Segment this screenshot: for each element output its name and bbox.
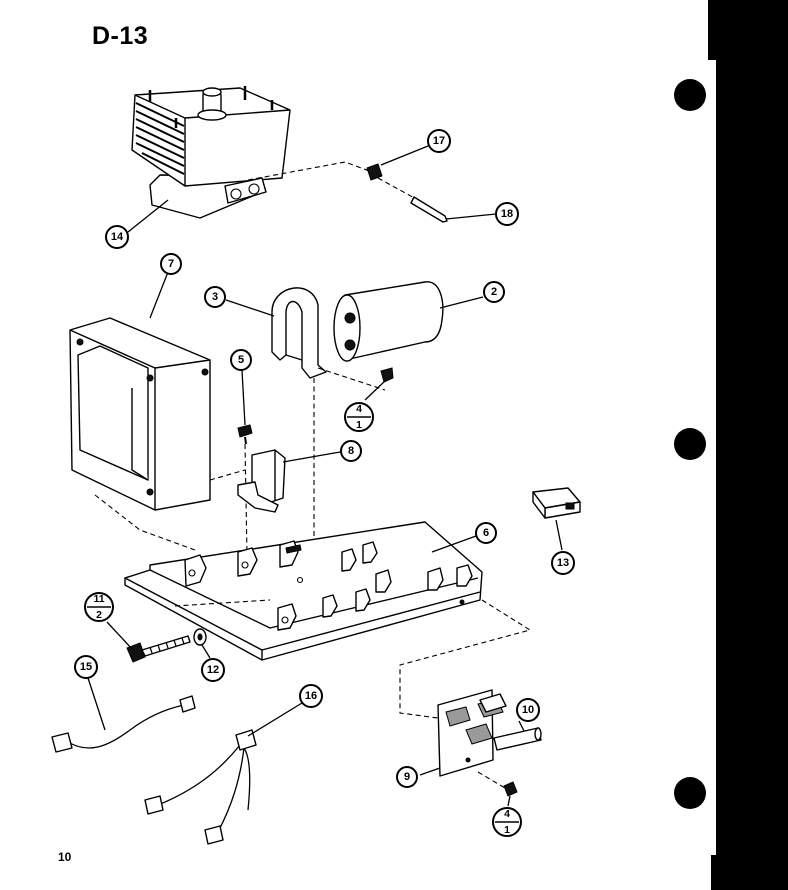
dashline-base-switch	[399, 599, 532, 719]
callout-4-1-upper: 4 1	[344, 402, 374, 432]
callout-14: 14	[105, 225, 129, 249]
svg-text:4: 4	[504, 808, 510, 820]
callout-11-2: 11 2	[84, 592, 114, 622]
page-title: D-13	[92, 22, 149, 50]
dashline-transformer-base	[94, 494, 196, 551]
part-capacitor-bracket	[271, 287, 327, 379]
svg-text:2: 2	[96, 609, 102, 621]
callout-16: 16	[299, 684, 323, 708]
dashline-base-screw11	[174, 599, 271, 607]
callout-2: 2	[483, 281, 505, 303]
callout-17: 17	[427, 129, 451, 153]
part-long-screw	[126, 635, 191, 663]
part-base-plate	[124, 521, 483, 661]
svg-text:7: 7	[168, 258, 174, 270]
callout-6: 6	[475, 522, 497, 544]
svg-text:1: 1	[504, 824, 510, 836]
svg-text:13: 13	[557, 557, 569, 569]
part-magnetron	[131, 86, 291, 219]
callout-4-1-lower: 4 1	[492, 807, 522, 837]
part-screw-capacitor	[380, 367, 394, 383]
svg-text:2: 2	[491, 286, 497, 298]
svg-text:18: 18	[501, 208, 513, 220]
svg-text:14: 14	[111, 231, 124, 243]
callout-9: 9	[396, 766, 418, 788]
part-switch-screw	[503, 781, 518, 797]
dashline-capacitor-screw	[317, 367, 386, 391]
callout-7: 7	[160, 253, 182, 275]
binding-edge	[708, 0, 788, 890]
svg-text:1: 1	[356, 419, 362, 431]
svg-text:15: 15	[80, 661, 92, 673]
part-wire-harness-15	[51, 695, 196, 753]
svg-text:17: 17	[433, 135, 445, 147]
svg-text:5: 5	[238, 354, 244, 366]
part-switch-board	[437, 689, 507, 777]
binder-hole	[674, 777, 706, 809]
leader-lines	[87, 145, 563, 807]
callout-10: 10	[516, 698, 540, 722]
binder-hole	[674, 79, 706, 111]
dashline-17-18	[377, 177, 419, 201]
callout-13: 13	[551, 551, 575, 575]
part-capacitor	[333, 281, 444, 362]
svg-text:4: 4	[356, 403, 362, 415]
svg-text:3: 3	[212, 291, 218, 303]
callout-18: 18	[495, 202, 519, 226]
dashline-transformer-base2	[209, 469, 246, 481]
svg-text:11: 11	[93, 593, 104, 605]
part-washer	[193, 628, 207, 646]
part-connector	[532, 487, 581, 519]
part-wire-harness-16	[144, 729, 257, 845]
svg-text:12: 12	[207, 664, 219, 676]
binder-hole	[674, 428, 706, 460]
part-screw	[237, 424, 253, 445]
svg-text:6: 6	[483, 527, 489, 539]
dashline-switch-screw	[477, 771, 506, 789]
part-fuse	[493, 727, 542, 751]
svg-text:9: 9	[404, 771, 410, 783]
part-probe	[410, 196, 448, 223]
page-number: 10	[58, 850, 72, 864]
callout-15: 15	[74, 655, 98, 679]
callout-5: 5	[230, 349, 252, 371]
callout-3: 3	[204, 286, 226, 308]
part-thermal-clip	[366, 163, 383, 181]
svg-text:16: 16	[305, 690, 317, 702]
svg-text:8: 8	[348, 445, 354, 457]
part-transformer	[69, 317, 211, 511]
svg-text:10: 10	[522, 704, 534, 716]
callout-12: 12	[201, 658, 225, 682]
callout-8: 8	[340, 440, 362, 462]
part-diode	[237, 449, 286, 513]
